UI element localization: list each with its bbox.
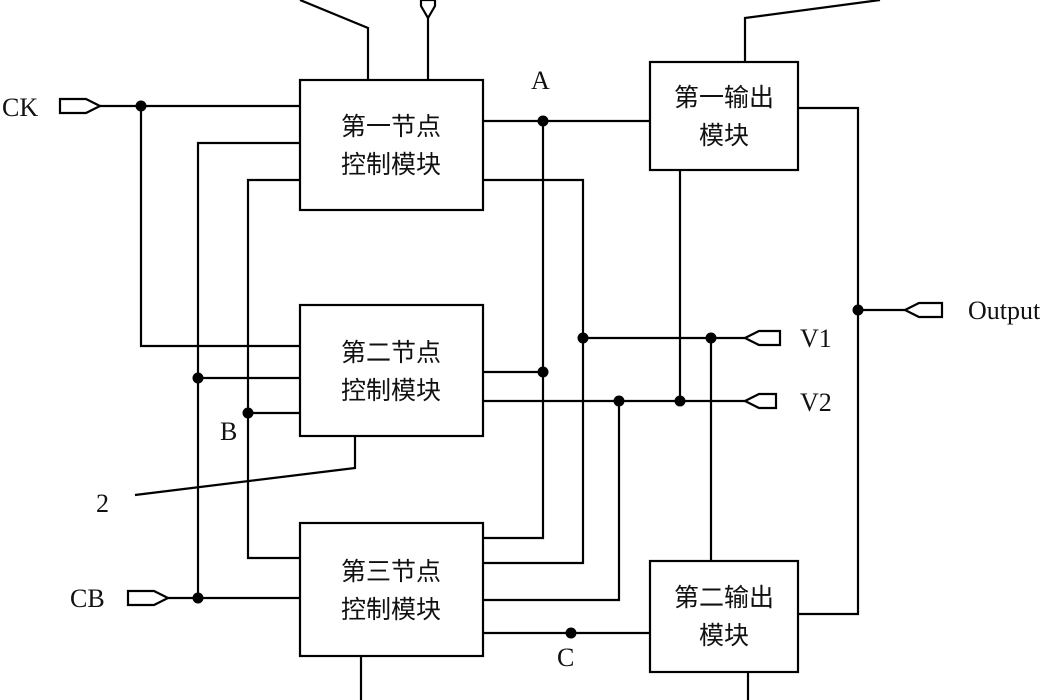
junction-a-top [537, 115, 549, 127]
callout-2-leader [134, 436, 357, 497]
junction-b [242, 407, 254, 419]
out2-block: 第二输出 模块 [648, 559, 800, 674]
labels: CK CB V1 V2 Output A B C 2 [2, 66, 1041, 672]
node1-box [298, 78, 485, 212]
junctions [135, 100, 864, 639]
node3-box [298, 521, 485, 658]
ck-label: CK [2, 93, 38, 122]
v2-label: V2 [800, 388, 832, 417]
junction-v1-right [705, 332, 717, 344]
node-c-label: C [557, 643, 574, 672]
out2-label-line2: 模块 [699, 621, 749, 650]
junction-v2-left [613, 395, 625, 407]
output-terminal-icon [902, 301, 944, 319]
node2-block: 第二节点 控制模块 [298, 303, 485, 438]
out1-to-output-wire [798, 106, 860, 616]
node2-label-line1: 第二节点 [341, 338, 441, 367]
out1-label-line1: 第一输出 [674, 83, 774, 112]
junction-cb [192, 592, 204, 604]
node1-label-line2: 控制模块 [341, 150, 441, 179]
node2-box [298, 303, 485, 438]
junction-a-node2 [537, 366, 549, 378]
terminals [58, 0, 944, 607]
junction-output [852, 304, 864, 316]
node-a-vertical-wire [483, 121, 545, 540]
junction-c [565, 627, 577, 639]
node1-label-line1: 第一节点 [341, 112, 441, 141]
node2-label-line2: 控制模块 [341, 376, 441, 405]
node-b-wire [246, 178, 300, 560]
out1-block: 第一输出 模块 [648, 60, 800, 172]
callout-2-label: 2 [96, 489, 109, 518]
wires [100, 0, 905, 700]
v1-label: V1 [800, 324, 832, 353]
out2-box [648, 559, 800, 674]
junction-v2-right [674, 395, 686, 407]
cb-terminal-icon [126, 589, 171, 607]
node-b-label: B [220, 417, 237, 446]
v2-terminal-icon [742, 392, 778, 410]
cb-label: CB [70, 584, 105, 613]
node3-block: 第三节点 控制模块 [298, 521, 485, 658]
out1-box [648, 60, 800, 172]
node1-to-v1-wire [483, 178, 585, 565]
junction-v1-left [577, 332, 589, 344]
out1-label-line2: 模块 [699, 121, 749, 150]
junction-cb-node2 [192, 372, 204, 384]
node1-block: 第一节点 控制模块 [298, 78, 485, 212]
ck-terminal-icon [58, 97, 103, 115]
cb-vertical-wire [196, 141, 300, 598]
output-label: Output [968, 296, 1041, 325]
top-leader-line [299, 0, 370, 80]
node-a-label: A [531, 66, 550, 95]
junction-ck [135, 100, 147, 112]
node3-label-line2: 控制模块 [341, 595, 441, 624]
out2-label-line1: 第二输出 [674, 583, 774, 612]
v1-terminal-icon [742, 329, 782, 347]
top-input-terminal-icon [419, 0, 437, 21]
top-leader-line-right [743, 0, 881, 62]
node3-label-line1: 第三节点 [341, 557, 441, 586]
v2-to-node3-wire [483, 401, 621, 602]
